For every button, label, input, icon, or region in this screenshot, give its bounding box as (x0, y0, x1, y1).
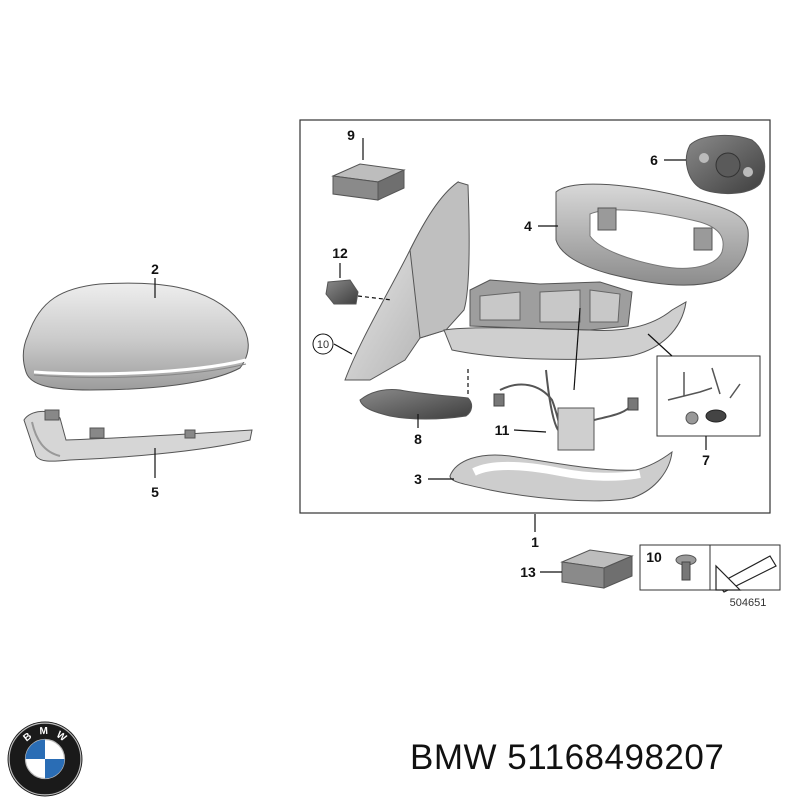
callout-7: 7 (702, 452, 710, 468)
part-7-screws (667, 367, 741, 425)
callout-13: 13 (520, 564, 536, 580)
diagram-reference-number: 504651 (730, 597, 767, 609)
callout-10-circle (312, 333, 334, 355)
callout-6: 6 (650, 152, 658, 168)
part-4-mirror-frame (555, 183, 749, 286)
part-13-foam-block (560, 549, 634, 589)
brand-name: BMW (410, 738, 498, 777)
callout-8: 8 (414, 431, 422, 447)
callout-11: 11 (495, 422, 510, 438)
part-6-motor (685, 135, 766, 195)
part-3-lower-trim (449, 450, 673, 502)
part-11-wiring-harness (493, 369, 639, 451)
brand-part-number: BMW 51168498207 (410, 738, 724, 778)
arrow-box (709, 544, 781, 591)
callout-5: 5 (151, 484, 159, 500)
callout-10-circled: 10 (317, 339, 329, 351)
callout-1: 1 (531, 534, 539, 550)
part-9-foam-block (331, 163, 406, 201)
callout-12: 12 (332, 245, 348, 261)
callout-2: 2 (151, 261, 159, 277)
assembly-frame (299, 119, 771, 514)
callout-9: 9 (347, 127, 355, 143)
part-number: 51168498207 (507, 738, 725, 777)
mirror-housing-inner (443, 279, 687, 360)
part-12-connector (325, 279, 359, 305)
callout-4: 4 (524, 218, 532, 234)
arrow-icon (715, 555, 777, 593)
part-10-screw (675, 554, 697, 581)
part-5-turn-signal (23, 409, 253, 462)
part-8-lower-cover (359, 389, 473, 420)
part-7-frame (656, 355, 761, 437)
mirror-base (344, 181, 470, 381)
callout-3: 3 (414, 471, 422, 487)
parts-diagram: 2 5 9 12 10 6 4 8 11 3 7 1 13 10 504651 (22, 119, 781, 609)
callout-10: 10 (646, 549, 662, 565)
part-2-mirror-cap (22, 282, 249, 391)
logo-letter-m: M (39, 726, 48, 737)
